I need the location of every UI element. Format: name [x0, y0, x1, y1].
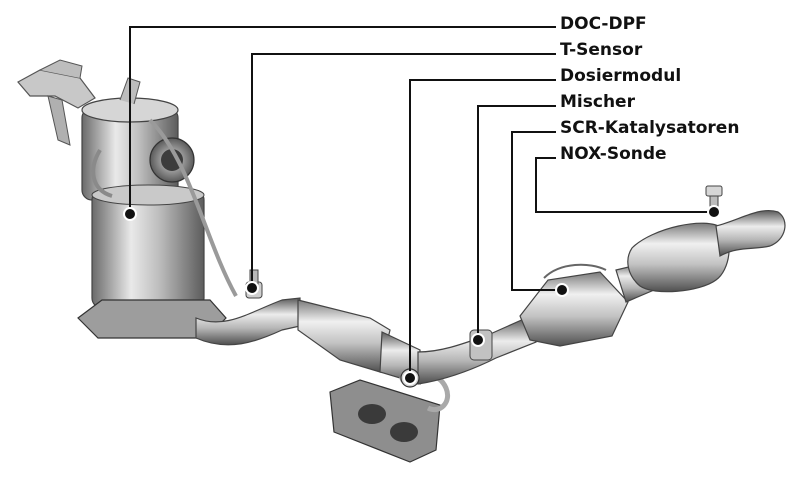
leader-line-nox-sonde — [535, 157, 714, 213]
label-doc-dpf: DOC-DPF — [560, 14, 647, 34]
callout-dot-mischer — [471, 333, 485, 347]
callout-dot-t-sensor — [245, 281, 259, 295]
leader-line-t-sensor — [251, 53, 556, 288]
label-dosiermodul: Dosiermodul — [560, 66, 682, 86]
exhaust-flange-plate — [329, 371, 450, 463]
scr-catalyst-front — [519, 263, 629, 347]
callout-dots — [123, 205, 721, 385]
leader-line-scr-katalysatoren — [511, 131, 562, 291]
base-flange — [77, 299, 227, 339]
callout-dot-nox-sonde — [707, 205, 721, 219]
callout-dot-scr-katalysatoren — [555, 283, 569, 297]
callout-dot-dosiermodul — [403, 371, 417, 385]
doc-dpf-canister — [17, 59, 238, 339]
label-t-sensor: T-Sensor — [560, 40, 643, 60]
callout-dot-doc-dpf — [123, 207, 137, 221]
leader-line-mischer — [477, 105, 556, 340]
label-mischer: Mischer — [560, 92, 635, 112]
leader-lines — [129, 26, 714, 378]
mixer-pipe — [400, 317, 537, 388]
mid-section — [297, 299, 421, 385]
scr-catalyst-rear — [627, 222, 730, 293]
mounting-bracket — [17, 69, 96, 109]
label-scr-katalysatoren: SCR-Katalysatoren — [560, 118, 740, 138]
label-nox-sonde: NOX-Sonde — [560, 144, 667, 164]
leader-line-doc-dpf — [129, 26, 556, 214]
leader-line-dosiermodul — [409, 79, 556, 378]
